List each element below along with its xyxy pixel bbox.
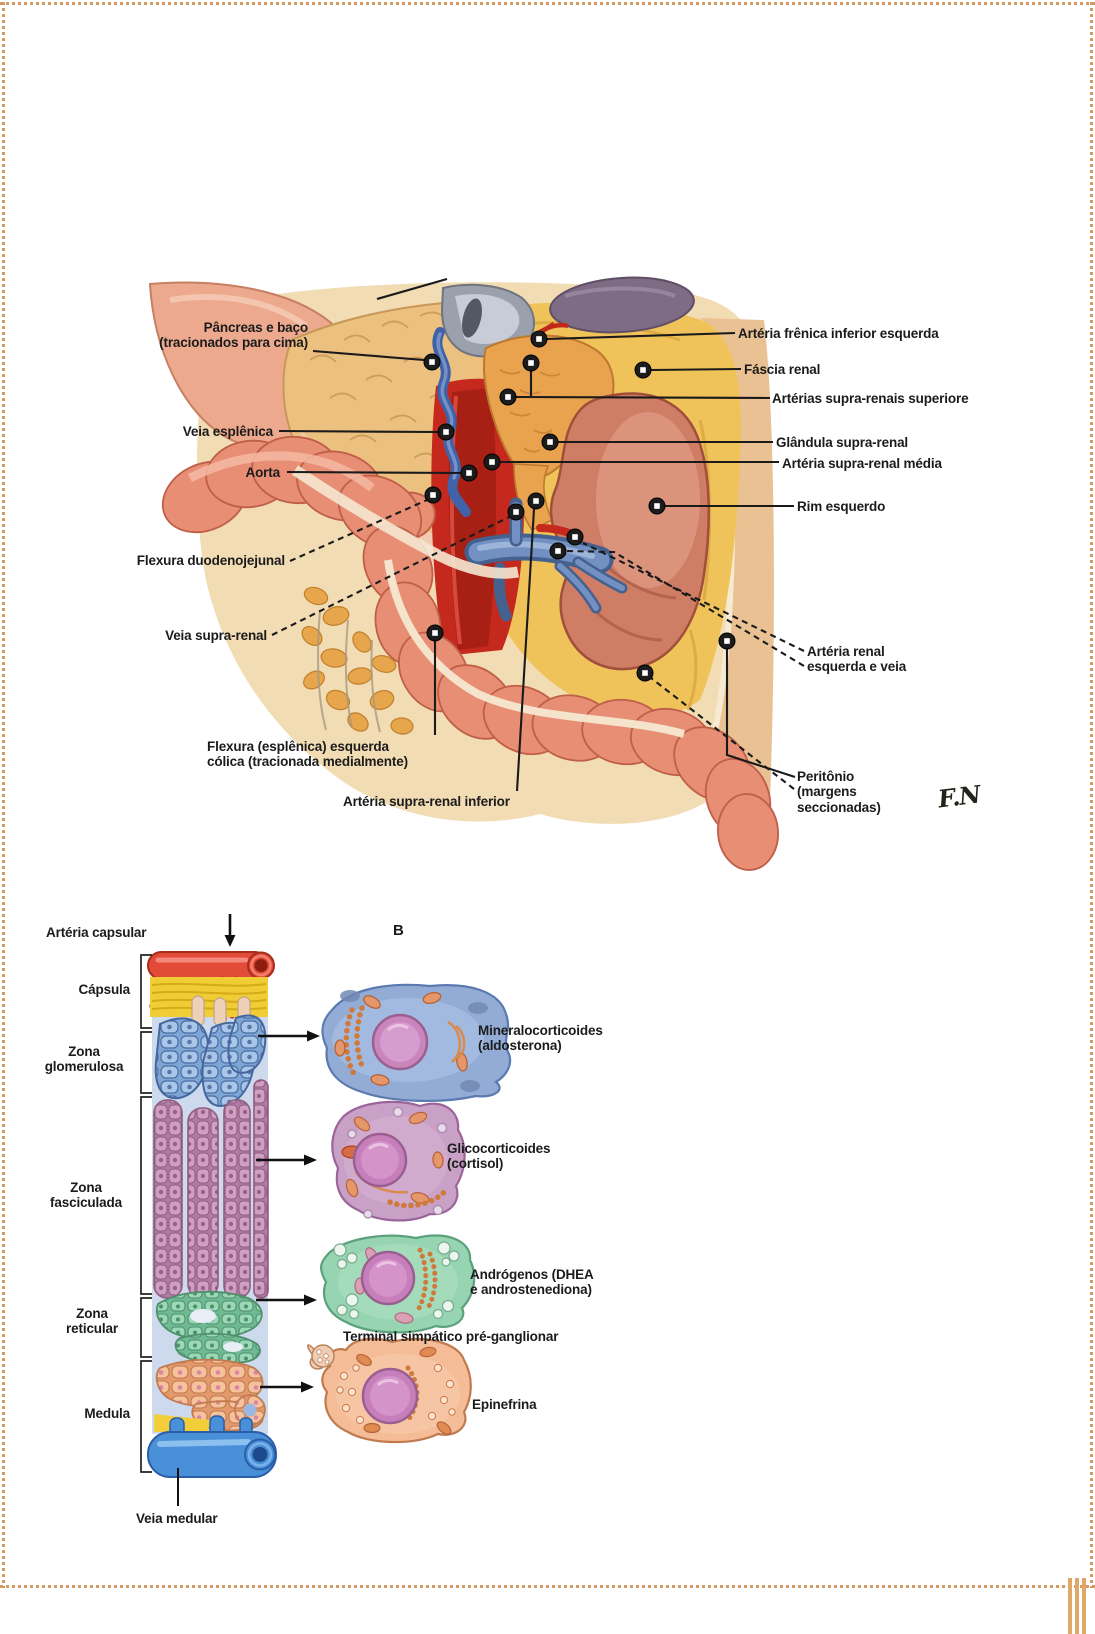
label-terminal-simpatico: Terminal simpático pré-ganglionar <box>343 1329 559 1344</box>
chromaffin-cell <box>307 1337 472 1444</box>
page-border-right <box>1090 2 1093 1588</box>
label-flexura-duodenojejunal: Flexura duodenojejunal <box>136 553 285 568</box>
corner-bar <box>1068 1578 1072 1634</box>
spleen <box>549 276 695 334</box>
label-arteria-frenica: Artéria frênica inferior esquerda <box>738 326 939 341</box>
medullary-vein <box>147 1415 277 1478</box>
label-epinefrina: Epinefrina <box>472 1397 537 1412</box>
label-fascia-renal: Fáscia renal <box>744 362 821 377</box>
label-capsula: Cápsula <box>78 982 131 997</box>
label-androgenos: Andrógenos (DHEA e androstenediona) <box>470 1267 594 1298</box>
androgen-cell <box>320 1234 476 1334</box>
label-zona-fasciculada: Zona fasciculada <box>50 1180 122 1211</box>
label-veia-esplenica: Veia esplênica <box>182 424 273 439</box>
label-arteria-capsular: Artéria capsular <box>46 925 147 940</box>
label-peritonio: Peritônio (margens seccionadas) <box>797 769 881 815</box>
zone-brackets <box>140 954 152 1473</box>
label-pancreas-baco: Pâncreas e baço (tracionados para cima) <box>159 320 308 351</box>
netter-signature: F.N <box>936 779 982 814</box>
leader-lines <box>271 331 805 792</box>
label-veia-supra-renal: Veia supra-renal <box>165 628 267 643</box>
label-arteria-supra-renal-inferior: Artéria supra-renal inferior <box>343 794 510 809</box>
label-glandula-supra-renal: Glândula supra-renal <box>776 435 909 450</box>
corner-bar <box>1082 1578 1086 1634</box>
label-arteria-renal: Artéria renal esquerda e veia <box>807 644 907 675</box>
label-aorta: Aorta <box>245 465 280 480</box>
zona-glomerulosa-layer <box>154 1014 267 1108</box>
mineralocorticoid-cell <box>321 983 512 1102</box>
label-zona-glomerulosa: Zona glomerulosa <box>44 1044 124 1075</box>
figure-b-illustration <box>140 914 512 1506</box>
label-zona-reticular: Zona reticular <box>66 1306 118 1337</box>
figure-a-illustration <box>148 276 779 871</box>
mesenteric-fat <box>301 586 414 735</box>
zona-reticular-layer <box>155 1290 263 1365</box>
sympathetic-terminal <box>311 1344 335 1368</box>
corner-bar <box>1075 1578 1079 1634</box>
label-medula: Medula <box>84 1406 130 1421</box>
label-veia-medular: Veia medular <box>136 1511 218 1526</box>
label-mineralocorticoides: Mineralocorticoides (aldosterona) <box>478 1023 603 1054</box>
page-border-top <box>0 2 1095 5</box>
renal-vein <box>464 497 628 622</box>
label-glicocorticoides: Glicocorticoides (cortisol) <box>447 1141 551 1172</box>
zona-fasciculada-layer <box>153 1079 269 1299</box>
glucocorticoid-cell <box>331 1100 466 1222</box>
page-border-left <box>2 2 5 1588</box>
page-border-bottom <box>0 1585 1095 1588</box>
panel-label-b: B <box>393 922 404 939</box>
label-flexura-colica: Flexura (esplênica) esquerda cólica (tra… <box>207 739 408 770</box>
leader-markers <box>423 330 736 682</box>
capsule-layer <box>150 977 268 1028</box>
label-arteria-supra-renal-media: Artéria supra-renal média <box>782 456 942 471</box>
label-arterias-supra-renais-superiores: Artérias supra-renais superiore <box>772 391 969 406</box>
label-rim-esquerdo: Rim esquerdo <box>797 499 886 514</box>
